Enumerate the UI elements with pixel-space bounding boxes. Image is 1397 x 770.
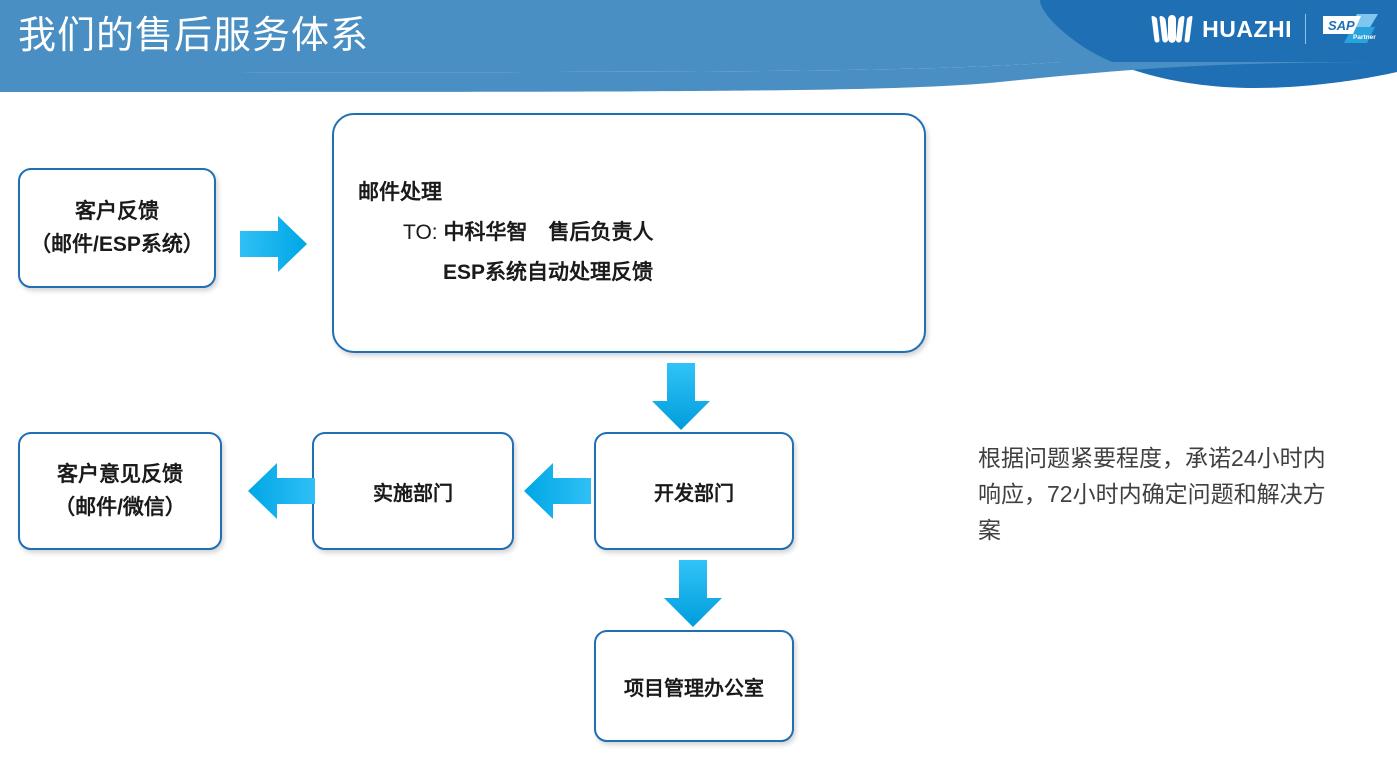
brand-logo: HUAZHI SAP Partner xyxy=(1151,9,1379,49)
node-mail-processing-body: 邮件处理 TO: 中科华智 售后负责人 ESP系统自动处理反馈 xyxy=(348,173,653,293)
node-mail-processing-line2: TO: 中科华智 售后负责人 xyxy=(348,213,653,253)
node-customer-opinion[interactable]: 客户意见反馈 （邮件/微信） xyxy=(18,432,222,550)
arrow-left-icon xyxy=(248,463,315,519)
svg-text:Partner: Partner xyxy=(1353,34,1376,41)
node-customer-opinion-line2: （邮件/微信） xyxy=(54,496,186,519)
sap-partner-badge-icon: SAP Partner xyxy=(1323,14,1378,43)
page-title: 我们的售后服务体系 xyxy=(18,15,370,57)
node-implementation-dept[interactable]: 实施部门 xyxy=(312,432,514,550)
arrow-left-icon xyxy=(524,463,591,519)
sla-note: 根据问题紧要程度，承诺24小时内响应，72小时内确定问题和解决方案 xyxy=(978,445,1326,543)
svg-text:SAP: SAP xyxy=(1328,18,1355,33)
node-pmo-label: 项目管理办公室 xyxy=(624,677,764,700)
node-mail-processing-line3: ESP系统自动处理反馈 xyxy=(443,261,654,284)
node-pmo[interactable]: 项目管理办公室 xyxy=(594,630,794,742)
node-customer-opinion-line1: 客户意见反馈 xyxy=(57,463,183,486)
node-dev-dept[interactable]: 开发部门 xyxy=(594,432,794,550)
node-customer-feedback-line2: （邮件/ESP系统） xyxy=(30,233,204,256)
node-dev-dept-label: 开发部门 xyxy=(654,482,734,505)
arrow-down-icon xyxy=(652,363,710,430)
node-mail-to-value: 中科华智 售后负责人 xyxy=(443,221,654,244)
node-customer-feedback[interactable]: 客户反馈 （邮件/ESP系统） xyxy=(18,168,216,288)
brand-name: HUAZHI xyxy=(1202,15,1292,42)
node-implementation-dept-label: 实施部门 xyxy=(373,482,453,505)
page-header: 我们的售后服务体系 HUAZHI SAP Partner xyxy=(0,0,1397,100)
node-mail-processing-line1: 邮件处理 xyxy=(358,181,442,204)
huazhi-crown-icon xyxy=(1151,15,1193,43)
node-mail-to-label: TO: xyxy=(403,221,444,244)
brand-divider xyxy=(1305,14,1306,44)
arrow-right-icon xyxy=(240,216,307,272)
node-mail-processing[interactable]: 邮件处理 TO: 中科华智 售后负责人 ESP系统自动处理反馈 xyxy=(332,113,926,353)
node-customer-feedback-line1: 客户反馈 xyxy=(75,200,159,223)
arrow-down-icon xyxy=(664,560,722,627)
